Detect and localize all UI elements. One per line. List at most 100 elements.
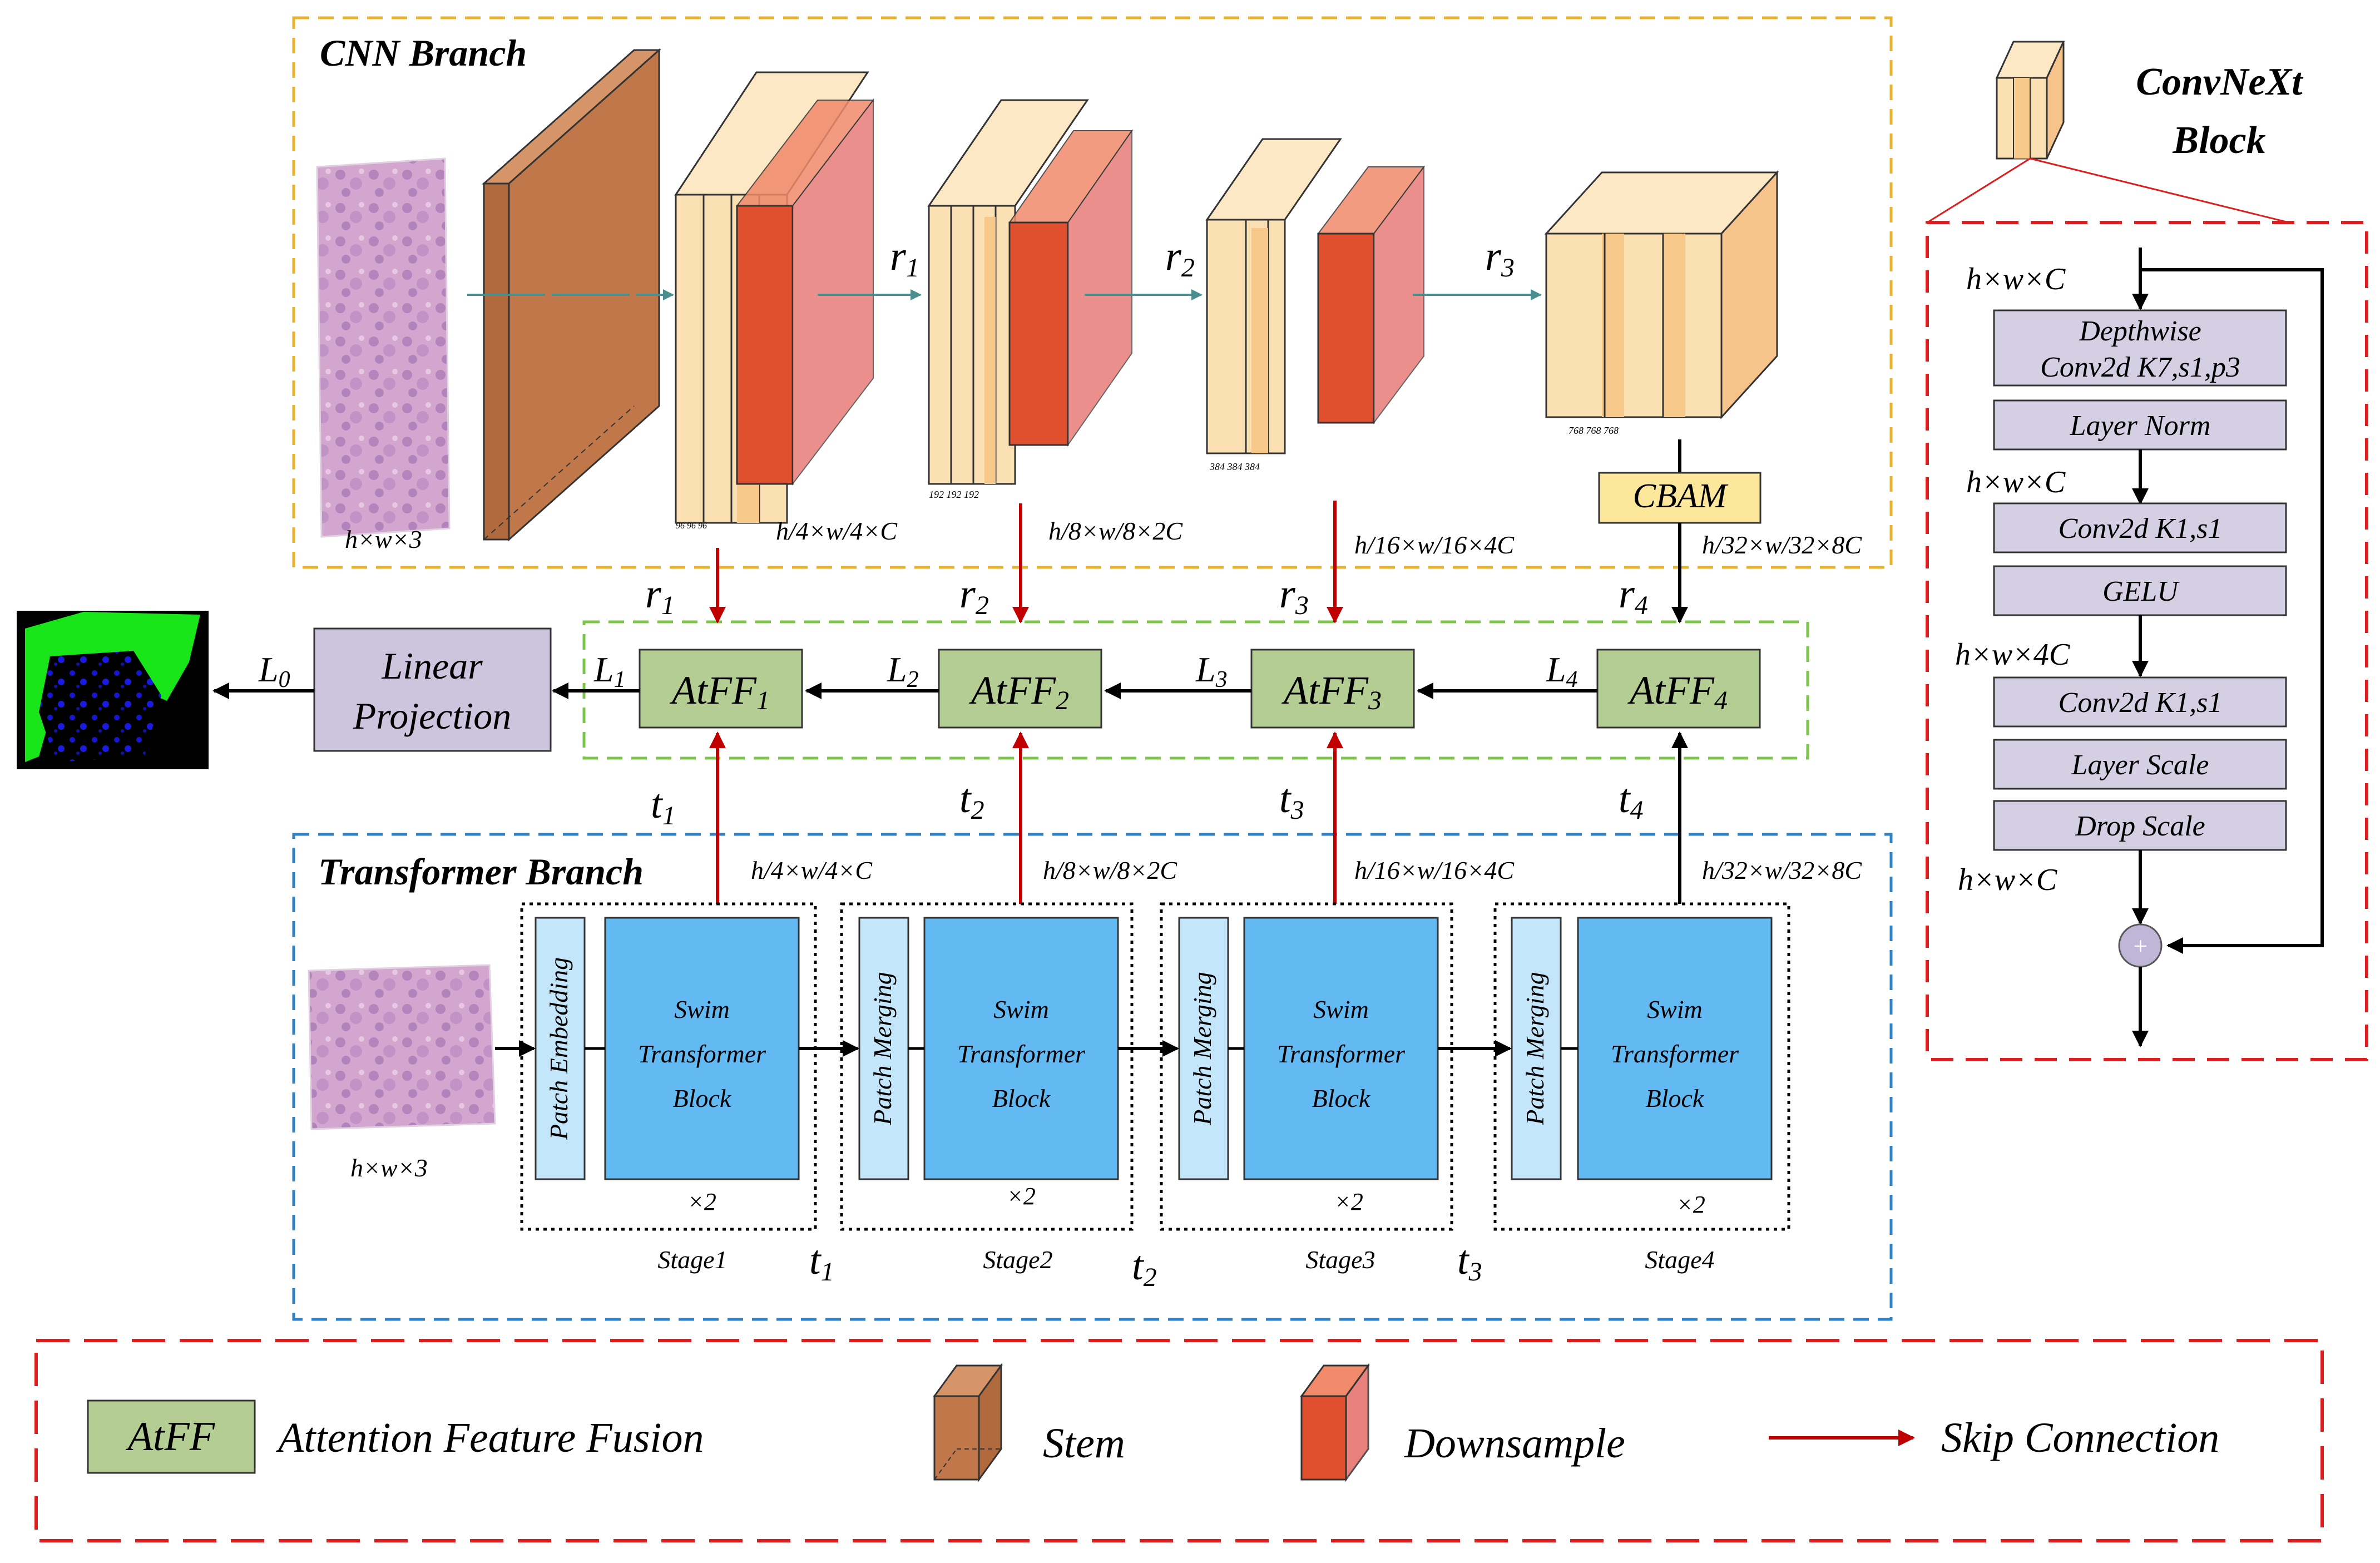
legend-downsample-text: Downsample	[1404, 1420, 1625, 1467]
legend-atff-box-label: AtFF	[125, 1414, 215, 1460]
cx-layer-7: Drop Scale	[2075, 810, 2205, 842]
cnn-tiny4: 768 768 768	[1568, 425, 1619, 436]
svg-text:AtFF2: AtFF2	[969, 668, 1069, 715]
cnn-r2-label: r2	[1165, 234, 1195, 283]
fusion-r4: r4	[1619, 571, 1648, 620]
stage1-patch-block	[535, 917, 586, 1180]
stage3-label: Stage3	[1305, 1245, 1375, 1274]
cx-layernorm-box	[1993, 399, 2287, 451]
cnn-input-dim: h×w×3	[345, 525, 422, 553]
stage2-border	[840, 902, 1134, 1231]
cx-depthwise-box	[1993, 309, 2287, 387]
cnn-branch-title: CNN Branch	[320, 32, 527, 74]
stage1-border	[520, 902, 817, 1231]
stage1-swin-line3: Block	[673, 1084, 732, 1112]
segmentation-output-image	[17, 611, 209, 769]
cx-dropscale-box	[1993, 800, 2287, 851]
transformer-input-image	[308, 964, 496, 1130]
stage3-swin-line3: Block	[1312, 1084, 1371, 1112]
cbam-label: CBAM	[1633, 477, 1729, 515]
between-t2: t2	[1132, 1243, 1157, 1292]
cx-layerscale-box	[1993, 739, 2287, 790]
legend-stem-icon	[933, 1363, 1003, 1482]
cx-layer-1: Conv2d K7,s1,p3	[2040, 352, 2240, 383]
convnext-callout-left	[1927, 157, 2031, 224]
fusion-l0: L0	[258, 650, 290, 693]
atff-3: AtFF3	[1250, 649, 1415, 729]
legend-atff-text: Attention Feature Fusion	[275, 1414, 704, 1461]
cnn-tiny1: 96 96 96	[676, 521, 707, 531]
fusion-t1: t1	[651, 782, 676, 830]
stage1-repeat: ×2	[687, 1188, 716, 1215]
cx-add-sign: +	[2131, 932, 2149, 960]
trans-dim2: h/8×w/8×2C	[1043, 856, 1177, 884]
fusion-t2: t2	[959, 776, 984, 825]
stage2-swin-line3: Block	[992, 1084, 1051, 1112]
stage2-repeat: ×2	[1007, 1183, 1036, 1210]
fusion-l4: L4	[1546, 650, 1578, 693]
linear-projection-box	[313, 627, 552, 752]
cnn-dim2: h/8×w/8×2C	[1048, 517, 1183, 545]
transformer-branch-border	[292, 833, 1893, 1321]
between-t3: t3	[1457, 1238, 1482, 1287]
linear-line2: Projection	[353, 695, 512, 737]
cnn-tiny2: 192 192 192	[929, 489, 979, 500]
legend-stem-text: Stem	[1043, 1420, 1125, 1467]
cnn-tiny3: 384 384 384	[1209, 461, 1260, 472]
stage4-repeat: ×2	[1676, 1191, 1705, 1218]
stage2-swin-line2: Transformer	[957, 1040, 1086, 1068]
transformer-input-dim: h×w×3	[350, 1154, 428, 1182]
atff-1: AtFF1	[639, 649, 803, 729]
stage3-patch-label: Patch Merging	[1188, 972, 1216, 1126]
cnn-dim1: h/4×w/4×C	[776, 517, 898, 545]
cnn-stage4-features	[1544, 170, 1779, 419]
convnext-dim-c: h×w×4C	[1955, 637, 2070, 672]
cx-residual-path	[2140, 268, 2324, 954]
stage3-border	[1160, 902, 1453, 1231]
trans-dim3: h/16×w/16×4C	[1354, 856, 1515, 884]
cx-layer-4: GELU	[2102, 576, 2180, 607]
trans-dim1: h/4×w/4×C	[751, 856, 873, 884]
stage3-swin-block	[1243, 917, 1439, 1180]
cx-layer-3: Conv2d K1,s1	[2059, 513, 2223, 545]
stage4-swin-line3: Block	[1646, 1084, 1705, 1112]
stage2-label: Stage2	[983, 1245, 1052, 1274]
legend-downsample-icon	[1300, 1363, 1370, 1482]
atff-4: AtFF4	[1596, 649, 1761, 729]
stage3-swin-line2: Transformer	[1277, 1040, 1406, 1068]
between-t1: t1	[809, 1238, 834, 1287]
convnext-callout-right	[2030, 157, 2289, 224]
stage1-patch-label: Patch Embedding	[545, 957, 573, 1140]
stage4-swin-line2: Transformer	[1611, 1040, 1739, 1068]
cnn-r1-label: r1	[890, 234, 919, 283]
cx-layer-6: Layer Scale	[2071, 749, 2209, 781]
fusion-l1: L1	[593, 650, 626, 693]
convnext-border	[1926, 221, 2368, 1061]
cnn-r3-label: r3	[1485, 234, 1515, 283]
cnn-stage3-features	[1205, 138, 1425, 454]
convnext-icon-cube	[1995, 41, 2065, 160]
fusion-t3: t3	[1279, 776, 1304, 825]
legend-atff-box	[87, 1399, 256, 1474]
cx-conv2-box	[1993, 676, 2287, 728]
convnext-dim-b: h×w×C	[1966, 465, 2066, 499]
cx-layer-5: Conv2d K1,s1	[2059, 687, 2223, 719]
cx-layer-2: Layer Norm	[2070, 410, 2211, 442]
stage1-swin-block	[604, 917, 800, 1180]
stage4-border	[1493, 902, 1790, 1231]
atff-2: AtFF2	[938, 649, 1102, 729]
convnext-title-line2: Block	[2172, 119, 2265, 162]
stage4-patch-label: Patch Merging	[1521, 972, 1549, 1126]
fusion-r3: r3	[1279, 571, 1309, 620]
stage4-swin-line1: Swim	[1647, 995, 1703, 1023]
stage2-swin-line1: Swim	[993, 995, 1049, 1023]
stage3-repeat: ×2	[1334, 1188, 1363, 1215]
fusion-l2: L2	[887, 650, 919, 693]
cx-conv1-box	[1993, 502, 2287, 553]
convnext-title-line1: ConvNeXt	[2136, 61, 2304, 103]
convnext-dim-d: h×w×C	[1958, 863, 2057, 897]
stage4-swin-block	[1577, 917, 1773, 1180]
stage2-patch-block	[858, 917, 909, 1180]
